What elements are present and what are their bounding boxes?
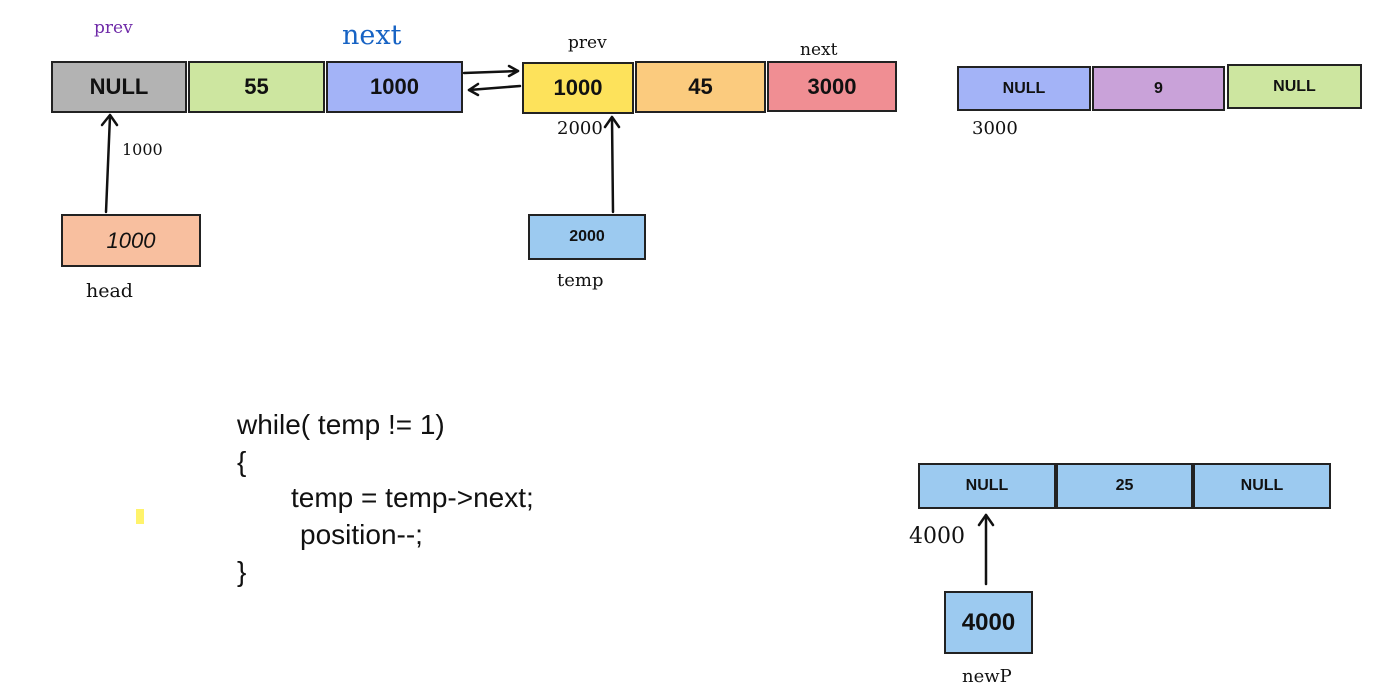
node1-prev-label: prev <box>94 18 133 38</box>
temp-label: temp <box>557 270 604 291</box>
head-pointer-arrow <box>100 113 119 214</box>
newp-label: newP <box>962 666 1012 687</box>
code-line-4: position--; <box>300 519 423 550</box>
temp-pointer-box: 2000 <box>528 214 646 260</box>
node2-next-label: next <box>800 40 838 60</box>
node4-next-cell: NULL <box>1193 463 1331 509</box>
node2-prev-label: prev <box>568 33 607 53</box>
node1-data-cell: 55 <box>188 61 325 113</box>
code-line-2: { <box>237 446 247 477</box>
head-address-label: 1000 <box>122 140 163 159</box>
node4-address-label: 4000 <box>909 524 965 549</box>
node2-prev-cell: 1000 <box>522 62 634 114</box>
newp-pointer-arrow <box>977 513 995 586</box>
temp-pointer-arrow <box>603 115 621 214</box>
code-line-3: temp = temp->next; <box>291 482 534 513</box>
node2-address-label: 2000 <box>557 118 603 139</box>
node2-data-cell: 45 <box>635 61 766 113</box>
newp-pointer-box: 4000 <box>944 591 1033 654</box>
head-label: head <box>86 280 133 302</box>
node3-data-cell: 9 <box>1092 66 1225 111</box>
code-line-1: while( temp != 1) <box>237 409 445 440</box>
node1-next-label: next <box>342 20 402 51</box>
head-pointer-box: 1000 <box>61 214 201 267</box>
node3-next-cell: NULL <box>1227 64 1362 109</box>
node4-data-cell: 25 <box>1056 463 1193 509</box>
code-line-5: } <box>237 556 247 587</box>
node1-to-node2-next-arrow <box>462 64 520 78</box>
node1-prev-cell: NULL <box>51 61 187 113</box>
node2-to-node1-prev-arrow <box>467 82 522 97</box>
highlight-mark <box>136 509 144 524</box>
node2-next-cell: 3000 <box>767 61 897 112</box>
node4-prev-cell: NULL <box>918 463 1056 509</box>
node3-prev-cell: NULL <box>957 66 1091 111</box>
node1-next-cell: 1000 <box>326 61 463 113</box>
node3-address-label: 3000 <box>972 118 1018 139</box>
